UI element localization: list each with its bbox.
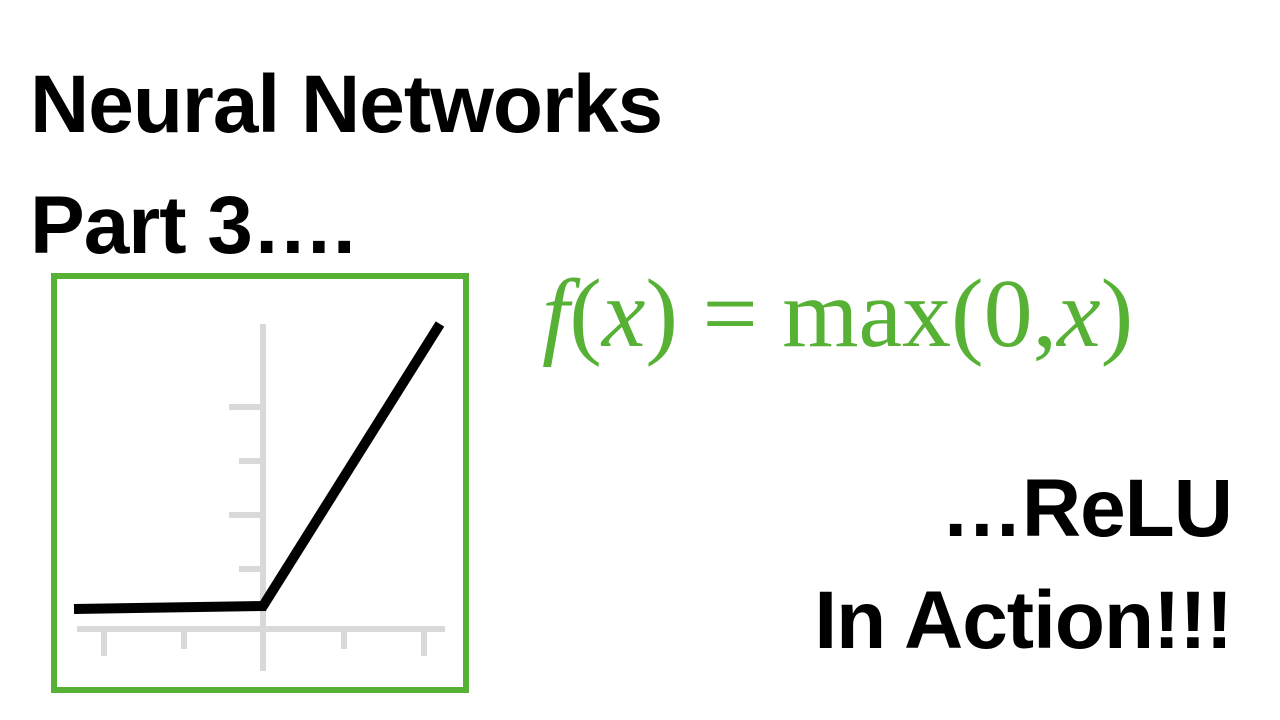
- formula-f: f: [542, 260, 570, 368]
- subtitle-line-1: …ReLU: [940, 463, 1233, 554]
- formula-x-arg: x: [1057, 260, 1101, 368]
- formula-x: x: [601, 260, 646, 368]
- relu-formula: f(x) = max(0,x): [542, 265, 1133, 363]
- relu-line: [73, 321, 445, 614]
- formula-close-paren: ): [1100, 260, 1134, 368]
- title-line-2: Part 3….: [30, 180, 356, 271]
- title-line-1: Neural Networks: [30, 59, 663, 150]
- formula-open-paren: (: [569, 260, 602, 368]
- subtitle-line-2: In Action!!!: [814, 575, 1233, 666]
- relu-graph: [73, 321, 445, 671]
- formula-body: ) = max(0,: [645, 260, 1058, 368]
- relu-graph-panel: [51, 273, 469, 693]
